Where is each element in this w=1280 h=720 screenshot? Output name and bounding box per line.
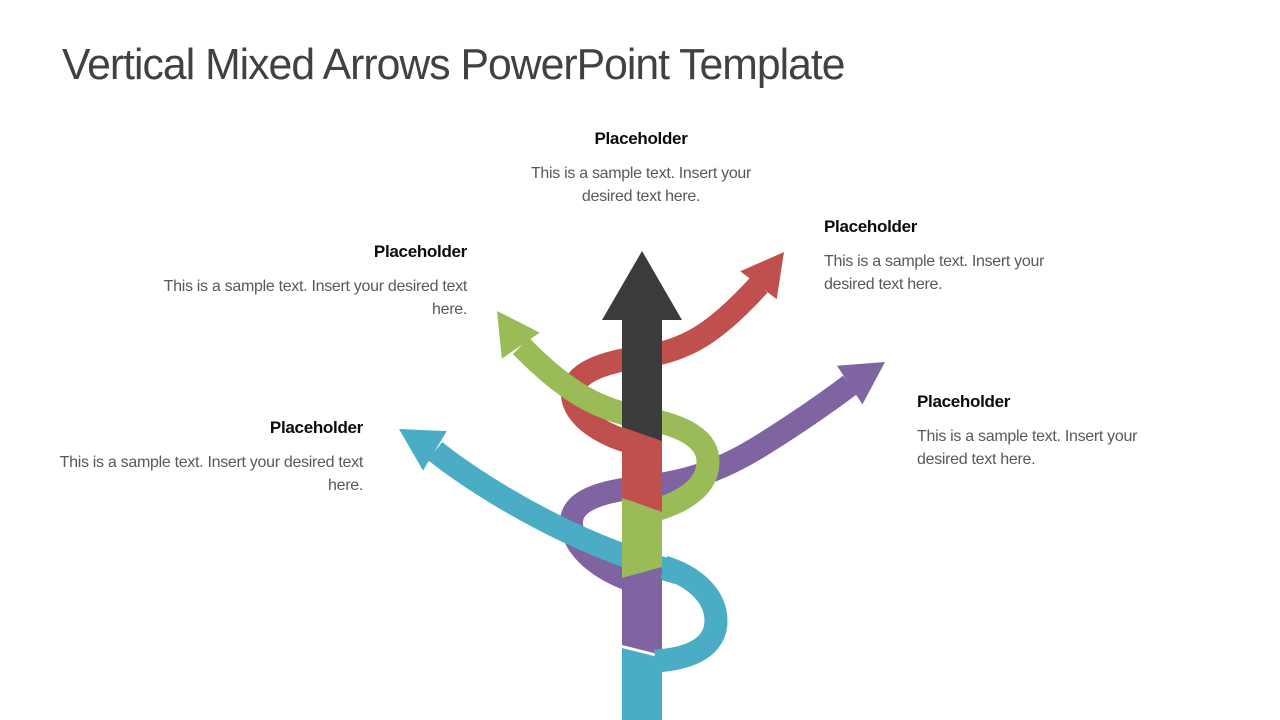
teal-loop-band bbox=[654, 556, 728, 673]
teal-column-face bbox=[622, 648, 662, 720]
placeholder-body: This is a sample text. Insert your desir… bbox=[530, 165, 752, 205]
red-arrow-band bbox=[560, 277, 768, 457]
red-column-face bbox=[622, 427, 662, 512]
placeholder-heading: Placeholder bbox=[373, 242, 467, 261]
red-arrow bbox=[560, 252, 784, 457]
purple-column-face bbox=[622, 567, 662, 655]
placeholder-block-lower-left: Placeholder This is a sample text. Inser… bbox=[37, 418, 364, 497]
placeholder-body: This is a sample text. Insert your desir… bbox=[917, 428, 1138, 468]
green-arrowhead-icon bbox=[497, 311, 540, 359]
green-arrow bbox=[497, 311, 720, 524]
green-column-face bbox=[622, 498, 662, 578]
placeholder-block-lower-right: Placeholder This is a sample text. Inser… bbox=[917, 393, 1185, 471]
black-arrowhead-icon bbox=[602, 251, 682, 320]
red-arrowhead-icon bbox=[740, 252, 784, 300]
placeholder-body: This is a sample text. Insert your desir… bbox=[824, 253, 1045, 293]
placeholder-heading: Placeholder bbox=[917, 392, 1011, 411]
placeholder-heading: Placeholder bbox=[594, 129, 688, 148]
placeholder-block-top: Placeholder This is a sample text. Inser… bbox=[507, 130, 775, 208]
teal-front-loop bbox=[622, 556, 728, 720]
placeholder-block-upper-right: Placeholder This is a sample text. Inser… bbox=[824, 218, 1092, 296]
slide-title: Vertical Mixed Arrows PowerPoint Templat… bbox=[62, 40, 846, 89]
placeholder-body: This is a sample text. Insert your desir… bbox=[59, 454, 364, 494]
placeholder-heading: Placeholder bbox=[269, 418, 363, 437]
placeholder-heading: Placeholder bbox=[824, 217, 918, 236]
purple-arrowhead-icon bbox=[837, 362, 885, 405]
green-arrow-band bbox=[512, 337, 720, 524]
placeholder-body: This is a sample text. Insert your desir… bbox=[163, 278, 468, 318]
placeholder-block-upper-left: Placeholder This is a sample text. Inser… bbox=[141, 242, 468, 321]
teal-arrowhead-icon bbox=[399, 429, 447, 471]
